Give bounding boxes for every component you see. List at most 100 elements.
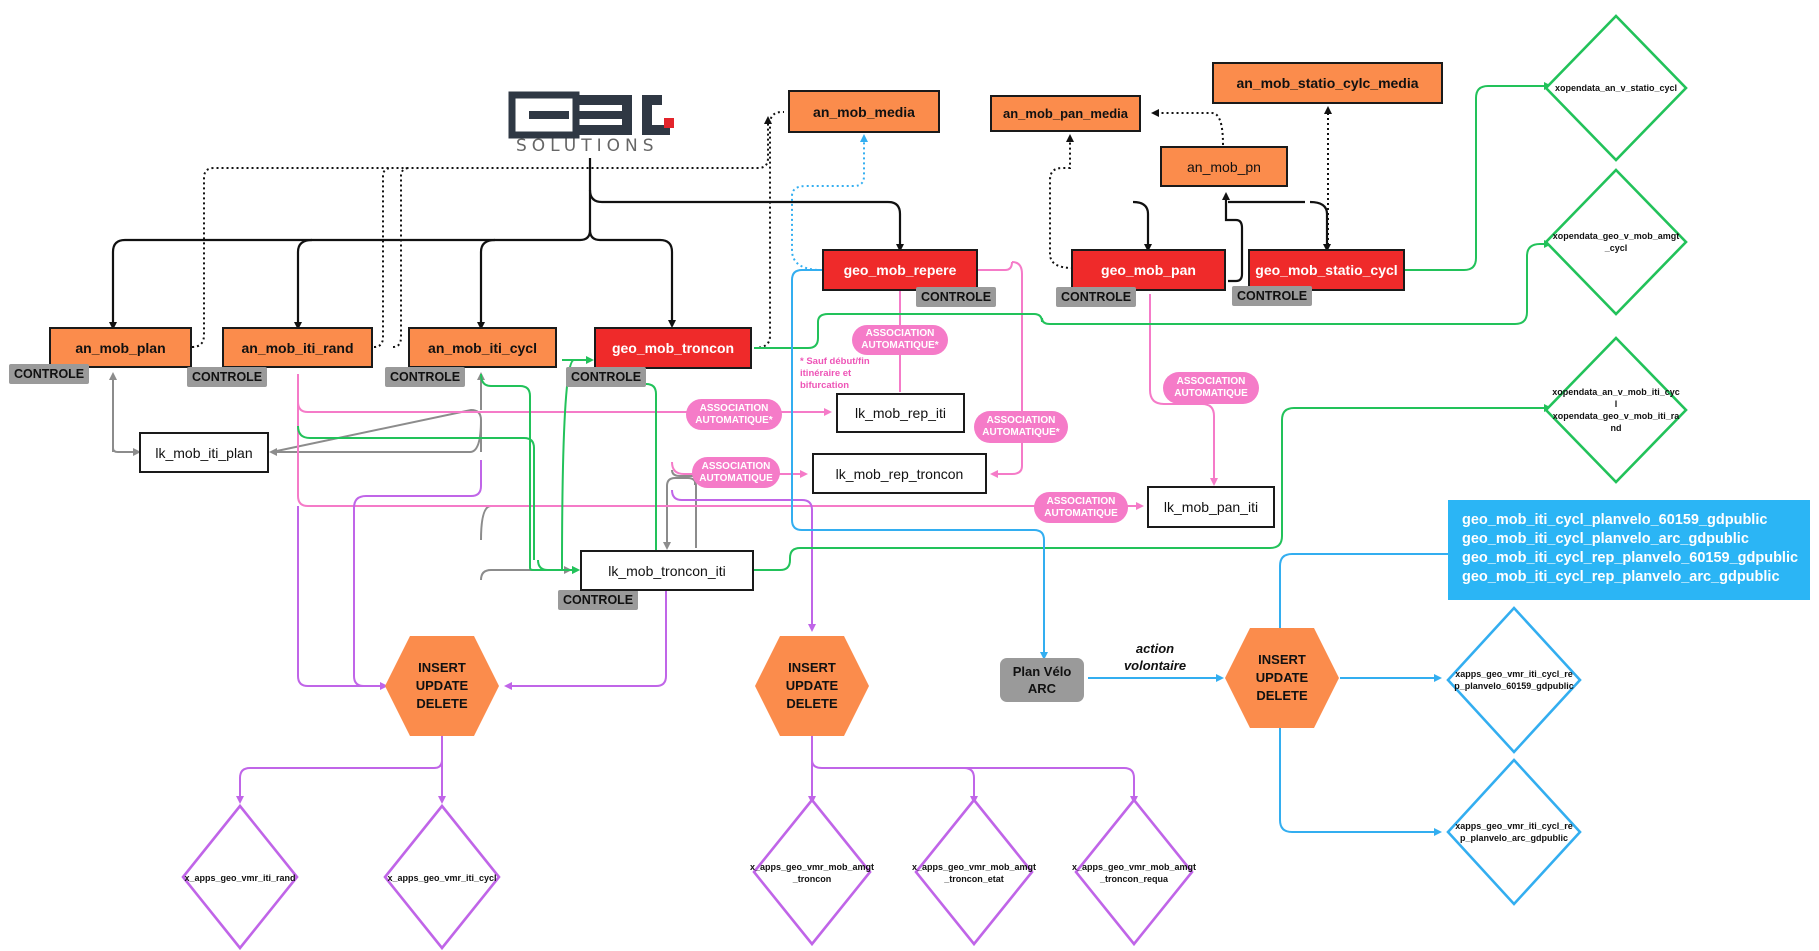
diamond-xapps-iti-rand bbox=[181, 803, 299, 951]
logo-wordmark: SOLUTIONS bbox=[516, 136, 659, 156]
control-badge-repere: CONTROLE bbox=[916, 287, 997, 307]
table-an-mob-pn[interactable]: an_mob_pn bbox=[1160, 146, 1288, 187]
links-blue bbox=[791, 134, 1448, 836]
view-label-xapps-amgt-troncon: x_apps_geo_vmr_mob_amgt_troncon bbox=[749, 862, 875, 884]
insert-update-delete-2: INSERT UPDATE DELETE bbox=[755, 636, 869, 736]
association-text: AUTOMATIQUE* bbox=[695, 414, 773, 426]
hex-line: UPDATE bbox=[1255, 670, 1309, 685]
table-geo-mob-repere[interactable]: geo_mob_repere bbox=[822, 249, 978, 291]
links-green bbox=[297, 82, 1552, 574]
plan-velo-arc[interactable]: Plan Vélo ARC bbox=[1000, 658, 1084, 702]
association-text: ASSOCIATION bbox=[1176, 376, 1246, 387]
table-an-mob-pan-media[interactable]: an_mob_pan_media bbox=[990, 95, 1141, 132]
view-label-xapps-iti-rand: x_apps_geo_vmr_iti_rand bbox=[184, 873, 296, 883]
diamond-xapps-iti-cycl bbox=[383, 803, 501, 951]
table-geo-mob-statio-cycl[interactable]: geo_mob_statio_cycl bbox=[1248, 249, 1405, 291]
planvelo-view-list: geo_mob_iti_cycl_planvelo_60159_gdpublic… bbox=[1448, 500, 1810, 600]
table-lk-mob-pan-iti[interactable]: lk_mob_pan_iti bbox=[1147, 486, 1275, 528]
insert-update-delete-3: INSERT UPDATE DELETE bbox=[1225, 628, 1339, 728]
diamond-xopendata-amgt bbox=[1544, 168, 1688, 316]
view-label-xopendata-statio: xopendata_an_v_statio_cycl bbox=[1554, 83, 1678, 93]
links-gray bbox=[109, 372, 697, 581]
control-badge-statio: CONTROLE bbox=[1232, 286, 1313, 306]
footnote-line: * Sauf début/fin bbox=[800, 356, 870, 367]
control-badge-iti-cycl: CONTROLE bbox=[385, 367, 466, 387]
view-label-xopendata-amgt: xopendata_geo_v_mob_amgt_cycl bbox=[1552, 231, 1680, 253]
planvelo-view: geo_mob_iti_cycl_rep_planvelo_60159_gdpu… bbox=[1462, 550, 1799, 566]
links-black-dotted bbox=[191, 106, 1332, 349]
hex-line: DELETE bbox=[1256, 688, 1308, 703]
footnote-line: itinéraire et bbox=[800, 368, 852, 379]
hex-line: INSERT bbox=[788, 660, 836, 675]
association-text: ASSOCIATION bbox=[1046, 495, 1116, 507]
action-line: action bbox=[1135, 641, 1175, 656]
association-text: ASSOCIATION bbox=[699, 402, 769, 414]
hex-line: DELETE bbox=[416, 696, 468, 711]
hex-line: INSERT bbox=[1258, 652, 1306, 667]
planvelo-view: geo_mob_iti_cycl_rep_planvelo_arc_gdpubl… bbox=[1462, 569, 1780, 585]
association-text: AUTOMATIQUE* bbox=[982, 427, 1060, 438]
view-label-xapps-rep-arc: xapps_geo_vmr_iti_cycl_rep_planvelo_arc_… bbox=[1455, 821, 1573, 843]
planvelo-view: geo_mob_iti_cycl_planvelo_arc_gdpublic bbox=[1462, 531, 1749, 547]
table-an-mob-plan[interactable]: an_mob_plan bbox=[49, 327, 192, 368]
control-badge-pan: CONTROLE bbox=[1056, 287, 1137, 307]
association-text: AUTOMATIQUE bbox=[1044, 507, 1118, 519]
association-text: ASSOCIATION bbox=[986, 415, 1056, 426]
table-an-mob-iti-rand[interactable]: an_mob_iti_rand bbox=[222, 327, 373, 368]
control-badge-troncon-iti: CONTROLE bbox=[558, 590, 639, 610]
hex-line: INSERT bbox=[418, 660, 466, 675]
table-an-mob-media[interactable]: an_mob_media bbox=[788, 90, 940, 133]
hex-line: UPDATE bbox=[785, 678, 839, 693]
view-label-line: xopendata_geo_v_mob_iti_rand bbox=[1552, 411, 1680, 433]
links-magenta bbox=[236, 460, 1138, 804]
table-lk-mob-rep-iti[interactable]: lk_mob_rep_iti bbox=[836, 393, 965, 433]
view-label-xapps-iti-cycl: x_apps_geo_vmr_iti_cycl bbox=[387, 873, 497, 883]
control-badge-plan: CONTROLE bbox=[9, 364, 90, 384]
footnote-line: bifurcation bbox=[800, 380, 850, 391]
table-lk-mob-rep-troncon[interactable]: lk_mob_rep_troncon bbox=[812, 453, 987, 494]
diamond-xapps-amgt-troncon bbox=[752, 797, 872, 947]
action-volontaire: action volontaire bbox=[1112, 640, 1198, 674]
diamond-xapps-rep-60159 bbox=[1446, 606, 1582, 754]
diamond-xapps-amgt-troncon-requa bbox=[1074, 797, 1194, 947]
table-lk-mob-troncon-iti[interactable]: lk_mob_troncon_iti bbox=[580, 550, 754, 591]
action-line: volontaire bbox=[1123, 658, 1187, 673]
hexagon-shape-3 bbox=[1225, 628, 1339, 728]
table-an-mob-iti-cycl[interactable]: an_mob_iti_cycl bbox=[408, 327, 557, 368]
table-lk-mob-iti-plan[interactable]: lk_mob_iti_plan bbox=[139, 432, 269, 473]
diamond-xopendata-iti bbox=[1544, 336, 1688, 484]
table-geo-mob-troncon[interactable]: geo_mob_troncon bbox=[594, 327, 752, 369]
pink-footnote: * Sauf début/fin itinéraire et bifurcati… bbox=[800, 356, 870, 392]
view-label-xopendata-iti: xopendata_an_v_mob_iti_cycl xopendata_ge… bbox=[1552, 380, 1680, 440]
insert-update-delete-1: INSERT UPDATE DELETE bbox=[385, 636, 499, 736]
association-text: ASSOCIATION bbox=[865, 328, 935, 339]
hexagon-shape-2 bbox=[755, 636, 869, 736]
diamond-xapps-rep-arc bbox=[1446, 758, 1582, 906]
control-badge-iti-rand: CONTROLE bbox=[187, 367, 268, 387]
planvelo-view: geo_mob_iti_cycl_planvelo_60159_gdpublic bbox=[1462, 512, 1768, 528]
plan-velo-line: Plan Vélo bbox=[1012, 664, 1072, 679]
association-text: AUTOMATIQUE bbox=[1174, 388, 1248, 399]
control-badge-troncon: CONTROLE bbox=[566, 367, 647, 387]
hexagon-shape-1 bbox=[385, 636, 499, 736]
view-label-xapps-rep-60159: xapps_geo_vmr_iti_cycl_rep_planvelo_6015… bbox=[1454, 669, 1574, 691]
plan-velo-line: ARC bbox=[1027, 681, 1057, 696]
table-an-mob-statio-cylc-media[interactable]: an_mob_statio_cylc_media bbox=[1212, 62, 1443, 104]
association-text: AUTOMATIQUE bbox=[699, 472, 773, 484]
view-label-xapps-amgt-troncon-requa: x_apps_geo_vmr_mob_amgt_troncon_requa bbox=[1071, 862, 1197, 884]
view-label-line: xopendata_an_v_mob_iti_cycl bbox=[1552, 387, 1680, 409]
view-label-xapps-amgt-troncon-etat: x_apps_geo_vmr_mob_amgt_troncon_etat bbox=[911, 862, 1037, 884]
diamonds bbox=[181, 14, 1688, 951]
table-geo-mob-pan[interactable]: geo_mob_pan bbox=[1071, 249, 1226, 291]
association-text: ASSOCIATION bbox=[701, 460, 771, 472]
hex-line: DELETE bbox=[786, 696, 838, 711]
geo-solutions-logo bbox=[508, 91, 674, 139]
diamond-xopendata-statio bbox=[1544, 14, 1688, 162]
links-black bbox=[109, 158, 1331, 330]
